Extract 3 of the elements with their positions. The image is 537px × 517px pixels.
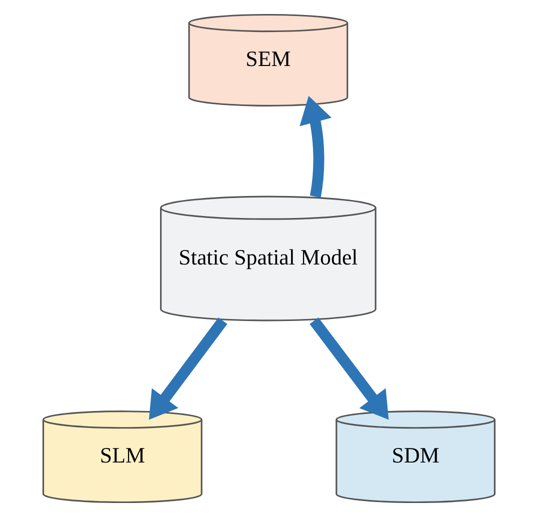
arrow <box>299 96 332 198</box>
arrow <box>309 317 388 420</box>
arrow <box>148 317 227 420</box>
